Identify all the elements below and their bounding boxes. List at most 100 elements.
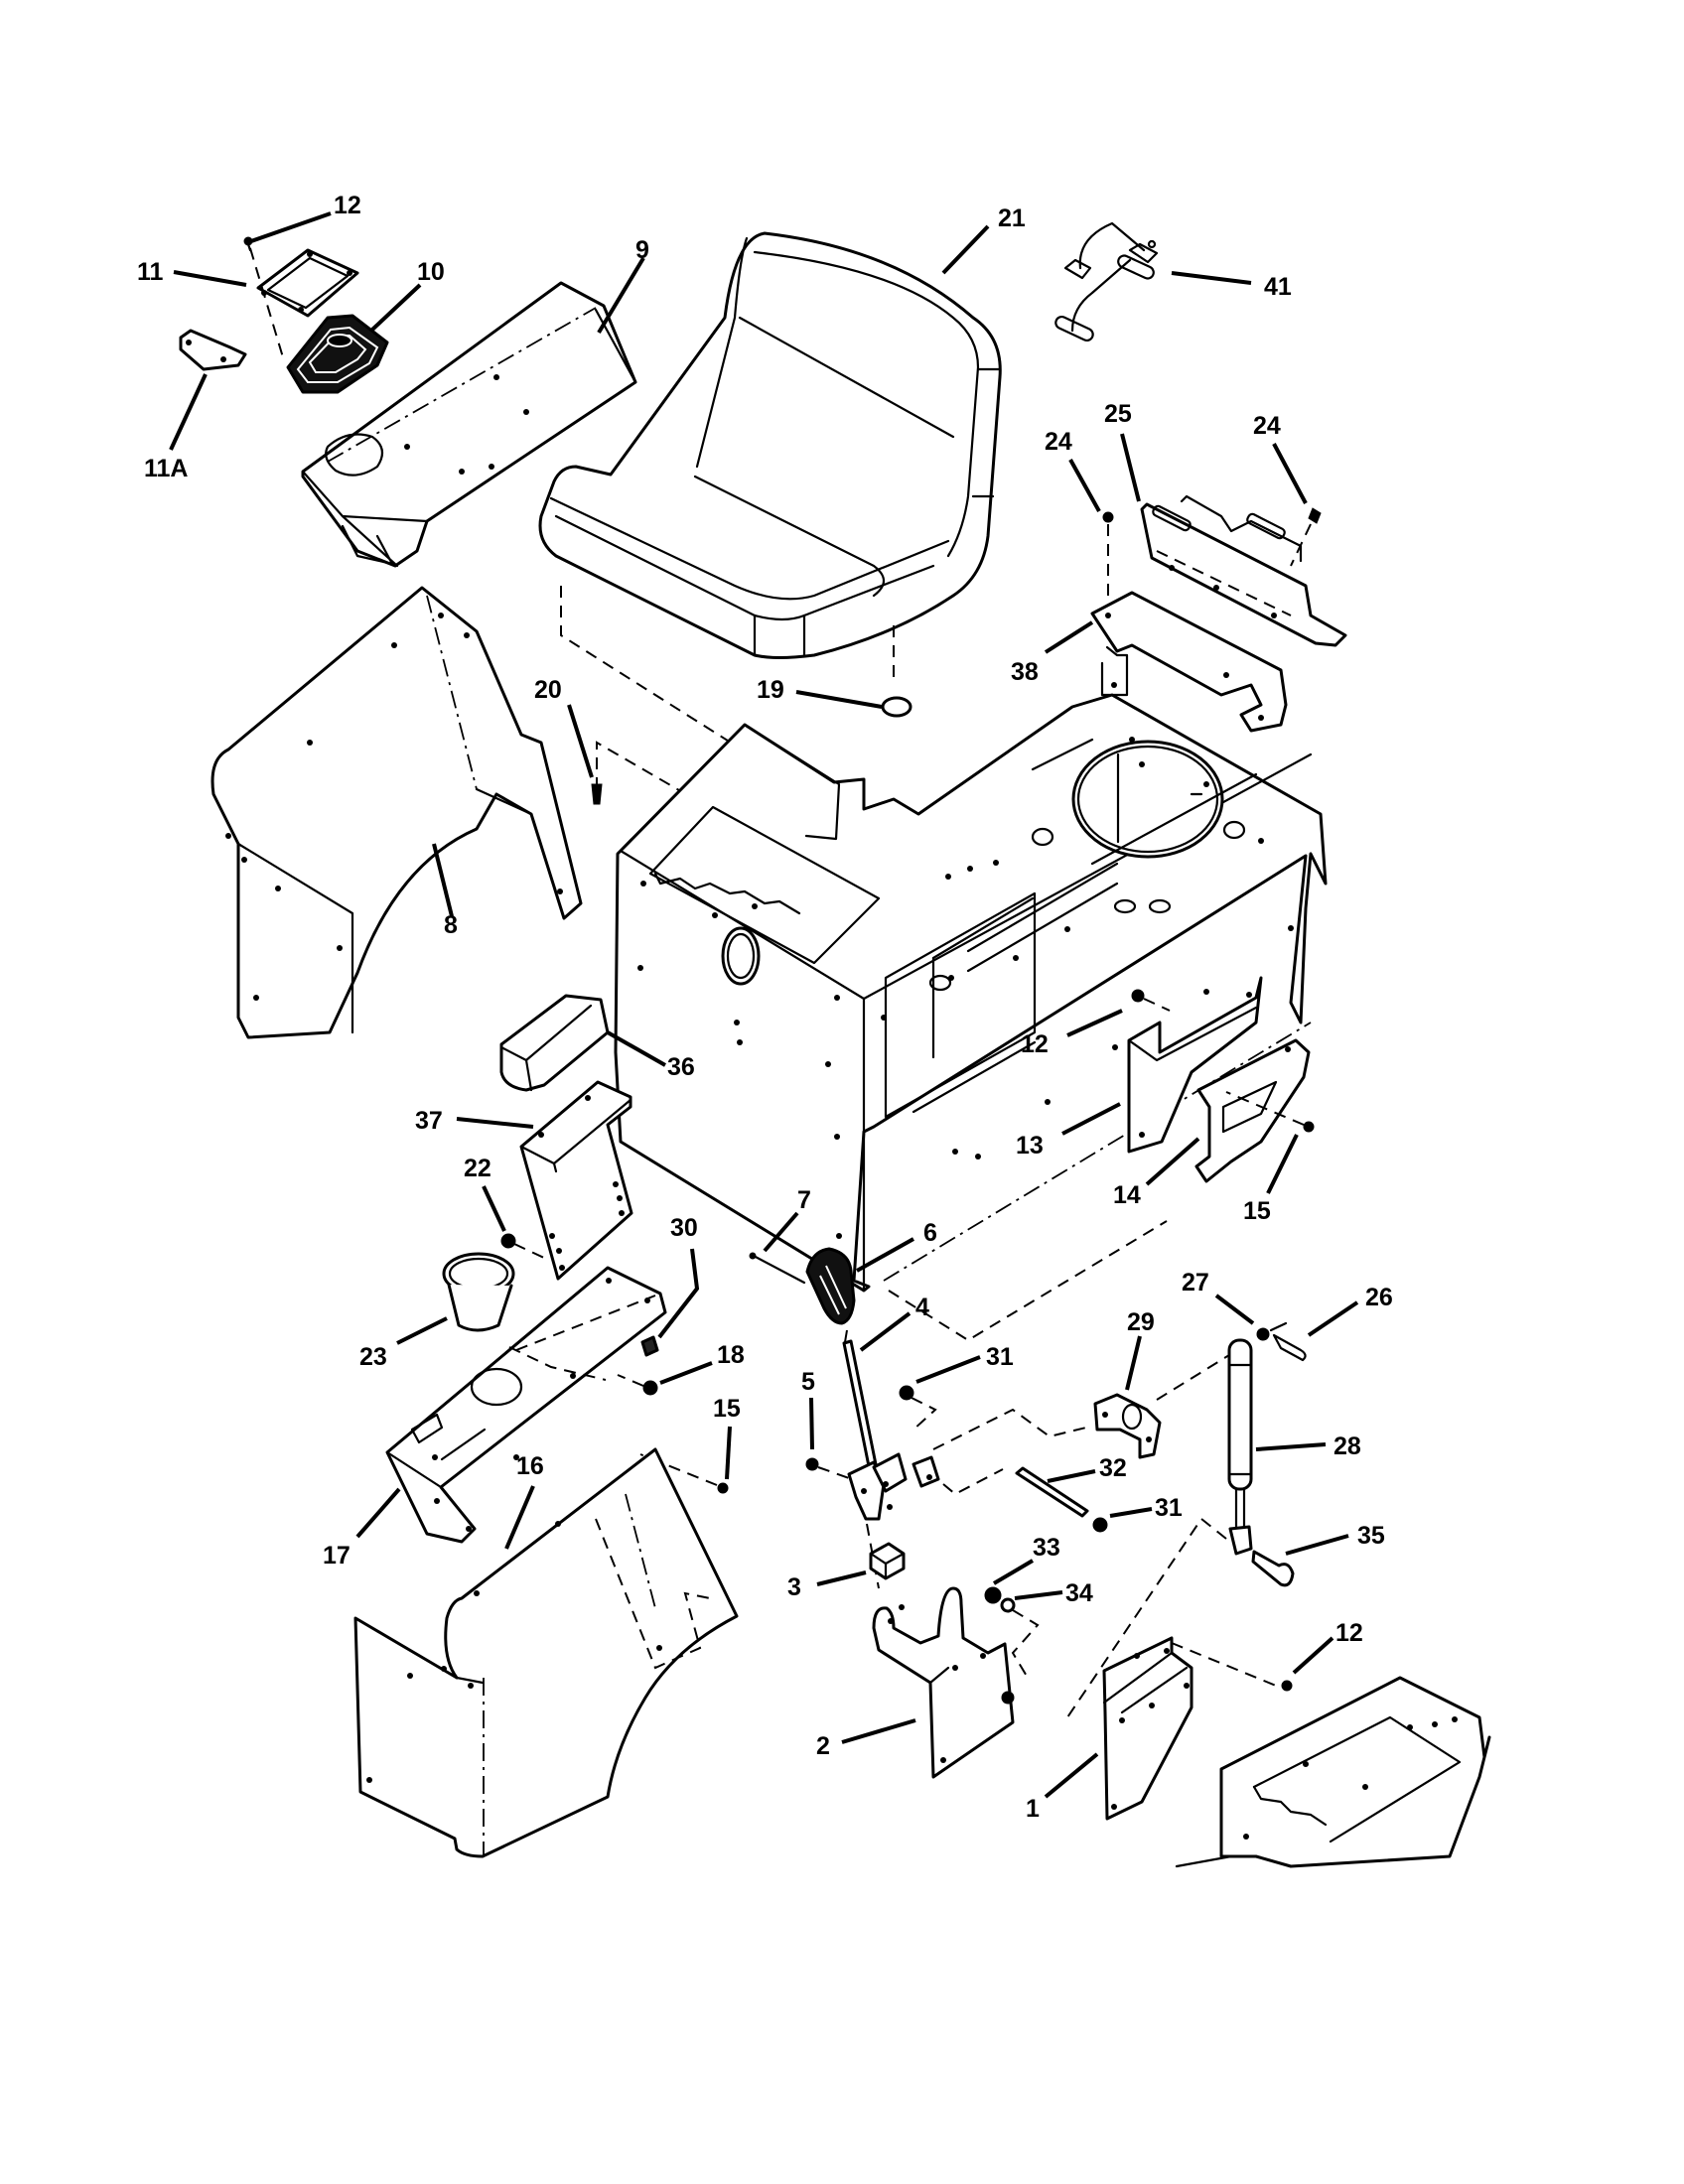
svg-text:29: 29 bbox=[1127, 1308, 1155, 1336]
part-15-nut-right bbox=[1225, 1091, 1315, 1133]
svg-text:2: 2 bbox=[816, 1732, 830, 1760]
callout-11: 11 bbox=[137, 258, 247, 287]
callout-4: 4 bbox=[859, 1294, 929, 1352]
svg-text:27: 27 bbox=[1182, 1269, 1209, 1297]
callout-32: 32 bbox=[1047, 1454, 1127, 1483]
callout-26: 26 bbox=[1307, 1284, 1393, 1337]
svg-text:31: 31 bbox=[1155, 1494, 1183, 1522]
part-18-nut bbox=[617, 1374, 658, 1396]
svg-text:34: 34 bbox=[1065, 1579, 1093, 1607]
callout-36: 36 bbox=[607, 1030, 695, 1081]
part-24-bolt-right bbox=[1290, 507, 1322, 567]
svg-text:21: 21 bbox=[998, 205, 1026, 232]
part-27-washer bbox=[1256, 1327, 1270, 1341]
part-19-plug bbox=[881, 696, 912, 718]
part-21-seat bbox=[538, 231, 1002, 794]
svg-text:36: 36 bbox=[667, 1053, 695, 1081]
svg-text:22: 22 bbox=[464, 1155, 491, 1182]
part-37-bracket bbox=[519, 1080, 633, 1281]
callout-30: 30 bbox=[657, 1214, 700, 1339]
callout-31-upper: 31 bbox=[915, 1343, 1014, 1384]
svg-text:41: 41 bbox=[1264, 273, 1292, 301]
svg-text:9: 9 bbox=[635, 236, 649, 264]
callout-19: 19 bbox=[757, 676, 883, 709]
part-16-right-fender bbox=[353, 1447, 739, 1858]
main-frame bbox=[614, 693, 1328, 1342]
part-5-bolt bbox=[805, 1457, 853, 1480]
svg-text:8: 8 bbox=[444, 911, 458, 939]
part-7-roll-pin bbox=[749, 1252, 806, 1285]
callout-27: 27 bbox=[1182, 1269, 1255, 1325]
svg-text:17: 17 bbox=[323, 1542, 351, 1570]
part-41-pin bbox=[1054, 221, 1159, 342]
callout-7: 7 bbox=[763, 1186, 811, 1253]
part-33-nut bbox=[984, 1586, 1002, 1604]
callout-15-left: 15 bbox=[713, 1395, 741, 1480]
callout-25: 25 bbox=[1104, 400, 1141, 502]
frame-reference-partial bbox=[1175, 1676, 1491, 1868]
callout-37: 37 bbox=[415, 1107, 534, 1135]
callout-24-right: 24 bbox=[1253, 412, 1308, 504]
svg-text:25: 25 bbox=[1104, 400, 1132, 428]
callout-18: 18 bbox=[659, 1341, 745, 1385]
svg-text:18: 18 bbox=[717, 1341, 745, 1369]
part-35-pin bbox=[1066, 1517, 1295, 1718]
svg-text:12: 12 bbox=[1021, 1030, 1049, 1058]
svg-text:3: 3 bbox=[787, 1573, 801, 1601]
svg-text:37: 37 bbox=[415, 1107, 443, 1135]
part-6-knob bbox=[805, 1247, 856, 1325]
callout-38: 38 bbox=[1011, 620, 1094, 686]
part-31-nut-upper bbox=[899, 1385, 937, 1431]
part-3-block bbox=[869, 1542, 906, 1580]
svg-text:4: 4 bbox=[915, 1294, 929, 1321]
svg-text:14: 14 bbox=[1113, 1181, 1141, 1209]
callout-14: 14 bbox=[1113, 1137, 1200, 1209]
callout-17: 17 bbox=[323, 1487, 401, 1570]
svg-text:28: 28 bbox=[1333, 1433, 1361, 1460]
svg-text:24: 24 bbox=[1045, 428, 1072, 456]
callout-10: 10 bbox=[370, 258, 445, 332]
svg-text:33: 33 bbox=[1033, 1534, 1060, 1562]
part-31-nut-lower bbox=[1092, 1517, 1108, 1533]
callout-22: 22 bbox=[464, 1155, 506, 1232]
part-24-bolt-left bbox=[1102, 511, 1114, 596]
callout-41: 41 bbox=[1171, 271, 1292, 301]
callout-15-right: 15 bbox=[1243, 1134, 1299, 1225]
callout-1: 1 bbox=[1026, 1752, 1099, 1823]
callout-6: 6 bbox=[856, 1219, 937, 1273]
part-30-clip bbox=[640, 1335, 659, 1357]
svg-text:15: 15 bbox=[713, 1395, 741, 1423]
svg-text:1: 1 bbox=[1026, 1795, 1040, 1823]
callout-20: 20 bbox=[534, 676, 594, 778]
svg-text:12: 12 bbox=[334, 192, 361, 219]
part-12-bolt-bottom bbox=[1281, 1680, 1293, 1692]
svg-text:20: 20 bbox=[534, 676, 562, 704]
part-8-left-fender bbox=[210, 586, 583, 1039]
callout-34: 34 bbox=[1014, 1579, 1093, 1607]
part-12-nut-middle bbox=[1131, 989, 1171, 1012]
part-23-cup-holder bbox=[442, 1252, 515, 1332]
svg-text:12: 12 bbox=[1335, 1619, 1363, 1647]
part-36-pad bbox=[499, 994, 610, 1092]
callout-2: 2 bbox=[816, 1718, 916, 1760]
part-22-nut bbox=[500, 1233, 547, 1260]
svg-text:38: 38 bbox=[1011, 658, 1039, 686]
svg-text:11A: 11A bbox=[144, 455, 188, 482]
part-26-pin bbox=[1269, 1321, 1307, 1362]
part-1-bracket bbox=[1102, 1636, 1282, 1821]
svg-text:7: 7 bbox=[797, 1186, 811, 1214]
callout-33: 33 bbox=[992, 1534, 1060, 1585]
svg-text:35: 35 bbox=[1357, 1522, 1385, 1550]
callout-9: 9 bbox=[597, 236, 649, 335]
svg-text:23: 23 bbox=[359, 1343, 387, 1371]
svg-text:32: 32 bbox=[1099, 1454, 1127, 1482]
callout-24-left: 24 bbox=[1045, 428, 1101, 512]
callout-16: 16 bbox=[504, 1452, 544, 1550]
callout-28: 28 bbox=[1255, 1433, 1361, 1460]
callout-21: 21 bbox=[941, 205, 1026, 275]
svg-text:26: 26 bbox=[1365, 1284, 1393, 1311]
callout-8: 8 bbox=[432, 843, 458, 939]
callout-12-top: 12 bbox=[250, 192, 361, 243]
part-2-bracket bbox=[872, 1586, 1015, 1779]
